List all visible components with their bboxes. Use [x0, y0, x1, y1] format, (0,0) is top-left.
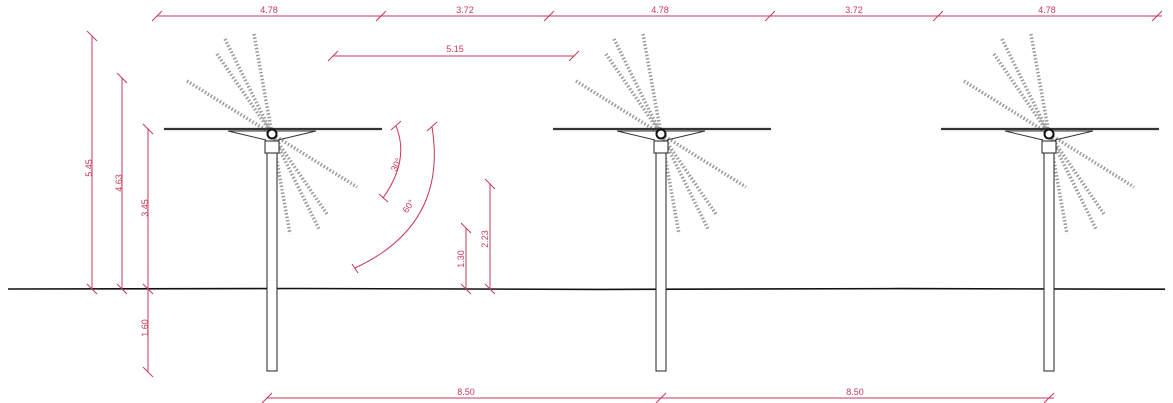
tilt-angle-arcs: 30° 60° [351, 120, 438, 274]
torque-tube-hub [655, 128, 667, 140]
top-span-1-label: 4.78 [260, 5, 278, 15]
max-height-label: 5.45 [84, 159, 94, 177]
top-span-3-label: 4.78 [651, 5, 669, 15]
clearance-1-label: 1.30 [456, 250, 466, 268]
post [1043, 146, 1055, 372]
top-span-4-label: 3.72 [845, 5, 863, 15]
top-dimension-chain: 4.78 3.72 4.78 3.72 4.78 [151, 5, 1163, 22]
post [266, 146, 278, 372]
height-2-label: 4.63 [114, 174, 124, 192]
top-span-5-label: 4.78 [1038, 5, 1056, 15]
tracker-unit-2 [553, 33, 771, 372]
clearance-2-label: 2.23 [480, 230, 490, 248]
torque-tube-hub [266, 128, 278, 140]
bottom-dimension-chain: 8.50 8.50 [261, 387, 1055, 403]
tracker-unit-1 [164, 33, 382, 372]
angle-30-label: 30° [389, 156, 404, 173]
top-span-2-label: 3.72 [456, 5, 474, 15]
tracker-unit-3 [941, 33, 1159, 372]
post [655, 146, 667, 372]
panel-width-label: 5.15 [446, 44, 464, 54]
hub-height-label: 3.45 [140, 199, 150, 217]
left-vertical-dimensions: 5.45 4.63 3.45 1.60 [84, 30, 154, 378]
ground-line [7, 287, 1166, 291]
clearance-dimensions: 1.30 2.23 [456, 178, 496, 295]
bottom-span-1-label: 8.50 [457, 387, 475, 397]
panel-width-dimension: 5.15 [327, 44, 580, 62]
bottom-span-2-label: 8.50 [846, 387, 864, 397]
embed-depth-label: 1.60 [140, 319, 150, 337]
torque-tube-hub [1043, 128, 1055, 140]
angle-60-label: 60° [401, 198, 417, 215]
